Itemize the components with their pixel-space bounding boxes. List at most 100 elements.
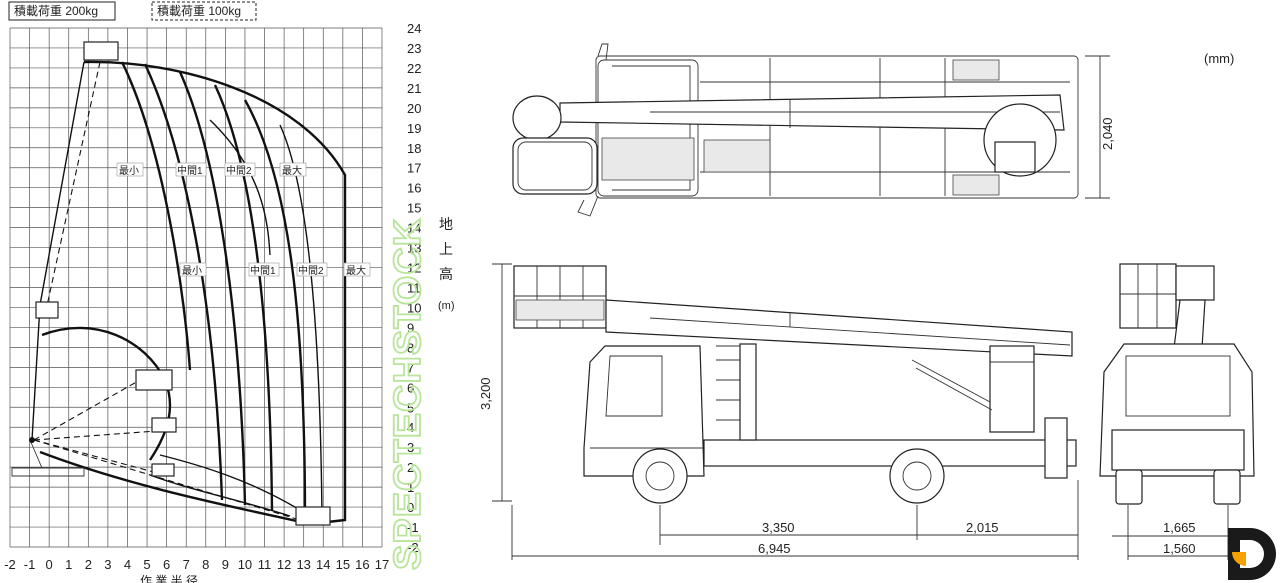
y-tick-label: 14: [407, 221, 421, 236]
y-tick-label: 23: [407, 41, 421, 56]
chart-grid: [9, 27, 383, 548]
x-tick-label: 0: [46, 557, 53, 572]
x-tick-label: 2: [85, 557, 92, 572]
basket-left: [35, 301, 59, 319]
y-tick-label: 20: [407, 101, 421, 116]
rear-wheel-left: [1115, 469, 1143, 505]
envelope-left: [31, 61, 85, 441]
unit-label: (mm): [1204, 51, 1234, 66]
envelope-inner: [41, 326, 172, 461]
y-tick-label: 4: [407, 420, 414, 435]
side-cab: [583, 345, 705, 477]
top-mesh-cab: [601, 137, 695, 181]
y-label-char-1: 地: [439, 216, 453, 232]
x-tick-label: 15: [336, 557, 350, 572]
top-view-drawing: (mm) 2,040: [512, 43, 1234, 217]
chart-vehicle-base: [11, 439, 85, 477]
basket-bottom: [151, 463, 175, 477]
x-tick-label: 12: [277, 557, 291, 572]
boom-label-lower-mid2: 中間2: [298, 264, 324, 277]
basket-low: [151, 417, 177, 433]
y-tick-label: 9: [407, 320, 414, 335]
boom-label-lower-mid1: 中間1: [250, 264, 276, 277]
top-cab-inner: [612, 65, 691, 191]
side-turret: [989, 345, 1035, 433]
x-tick-label: 8: [202, 557, 209, 572]
top-truck-body: [595, 55, 1079, 199]
x-tick-label: 9: [222, 557, 229, 572]
x-tick-label: 10: [238, 557, 252, 572]
legend-box-100kg: [151, 1, 257, 21]
rear-view-drawing: 1,665 1,560: [1099, 263, 1255, 560]
boom-dash-tip: [33, 439, 301, 521]
basket-top: [83, 41, 119, 61]
y-tick-label: 22: [407, 61, 421, 76]
x-tick-label: 4: [124, 557, 131, 572]
top-basket-upper: [512, 95, 562, 141]
x-tick-label: -2: [4, 557, 16, 572]
y-tick-label: 11: [407, 281, 421, 296]
logo-shape-accent: [1232, 552, 1246, 566]
x-tick-label: 16: [355, 557, 369, 572]
x-tick-label: 3: [104, 557, 111, 572]
brand-logo: [1228, 528, 1276, 580]
y-tick-label: 10: [407, 300, 421, 315]
side-basket-mesh: [515, 299, 605, 321]
y-tick-labels: -2-1012345678910111213141516171819202122…: [407, 21, 421, 555]
x-axis-label: 作 業 半 径: [140, 574, 198, 583]
basket-tip: [295, 506, 331, 526]
boom-dash-bottom: [33, 439, 166, 476]
side-wheel-rear: [889, 448, 945, 504]
side-cylinder: [911, 359, 993, 411]
dim-rear-overhang: 2,015: [966, 520, 999, 535]
legend-100kg: 積載荷重 100kg: [157, 3, 241, 18]
y-tick-label: 2: [407, 460, 414, 475]
basket-mid: [135, 369, 173, 391]
rear-chassis: [1111, 429, 1245, 471]
y-tick-label: 21: [407, 81, 421, 96]
x-tick-label: 11: [258, 557, 272, 572]
boom-curve-inner: [209, 119, 271, 256]
x-tick-label: 7: [183, 557, 190, 572]
top-mesh-rear-lower: [952, 174, 1000, 196]
boom-label-lower-min: 最小: [182, 265, 202, 277]
boom-curve-min: [120, 61, 192, 371]
y-tick-label: -1: [407, 520, 419, 535]
boom-label-min: 最小: [119, 165, 139, 177]
x-tick-label: 17: [375, 557, 389, 572]
rear-boom-head: [1175, 265, 1215, 301]
y-label-char-3: 高: [439, 266, 453, 282]
boom-labels-lower: 最小 中間1 中間2 最大: [179, 262, 371, 277]
y-tick-label: 5: [407, 400, 414, 415]
dim-wheelbase: 3,350: [762, 520, 795, 535]
boom-labels-upper: 最小 中間1 中間2 最大: [116, 162, 307, 177]
top-mirror-left: [597, 43, 609, 61]
y-tick-label: 13: [407, 241, 421, 256]
working-range-chart: 積載荷重 200kg 積載荷重 100kg -2-101234567891011…: [4, 1, 455, 583]
boom-dash-mid: [33, 379, 141, 441]
legend-box-200kg: [8, 1, 116, 21]
boom-dash-low: [33, 429, 171, 441]
side-view-drawing: 3,200: [478, 263, 1079, 560]
dim-rear-track: 1,665: [1163, 520, 1196, 535]
top-basket: [512, 137, 598, 195]
dim-front-track: 1,560: [1163, 541, 1196, 556]
side-chassis: [703, 439, 1077, 467]
top-mesh-rear-upper: [952, 59, 1000, 81]
boom-label-mid2: 中間2: [226, 164, 252, 177]
rear-basket: [1119, 263, 1177, 329]
y-tick-label: 24: [407, 21, 421, 36]
y-tick-label: -2: [407, 540, 419, 555]
y-tick-label: 3: [407, 440, 414, 455]
y-tick-label: 18: [407, 141, 421, 156]
y-axis-label: 地 上 高 (m): [438, 216, 455, 312]
watermark-text: SPECTECHSTOCK: [387, 218, 429, 570]
y-tick-label: 15: [407, 201, 421, 216]
side-outrigger: [1044, 417, 1068, 479]
y-label-char-2: 上: [439, 241, 453, 257]
y-tick-label: 6: [407, 380, 414, 395]
dim-side-height: 3,200: [478, 377, 493, 410]
boom-label-lower-max: 最大: [346, 264, 366, 277]
